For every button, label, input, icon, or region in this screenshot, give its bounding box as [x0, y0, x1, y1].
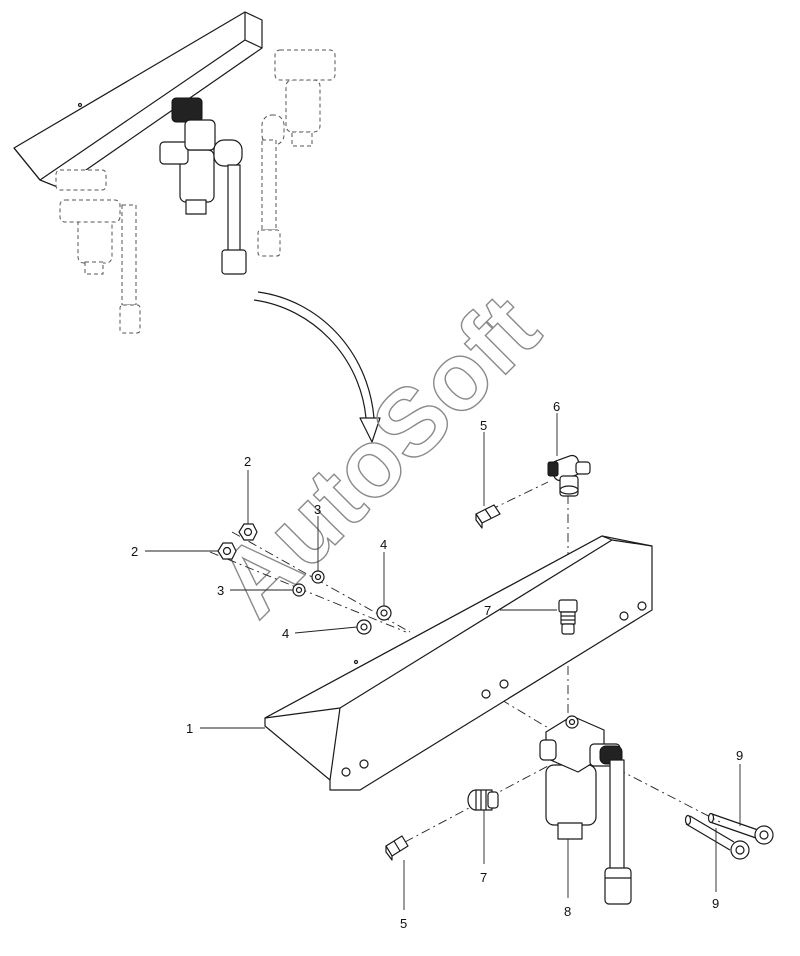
callout-2-lower: 2 [131, 544, 138, 559]
part-5-fitting-lower [385, 835, 409, 861]
callout-7-lower: 7 [480, 870, 487, 885]
part-8-valve [539, 715, 632, 905]
overview-ghost-valve-right [257, 49, 336, 257]
part-3-lockwasher-lower [292, 583, 306, 597]
callout-3-upper: 3 [314, 502, 321, 517]
part-2-nut-lower [217, 542, 237, 560]
callout-6: 6 [553, 399, 560, 414]
callout-5-lower: 5 [400, 916, 407, 931]
part-4-washer-lower [356, 619, 372, 635]
part-6-elbow [547, 454, 591, 497]
callout-labels: 1 2 2 3 3 4 4 5 5 6 7 7 8 9 9 [131, 399, 743, 931]
callout-4-lower: 4 [282, 626, 289, 641]
callout-3-lower: 3 [217, 583, 224, 598]
callout-2-upper: 2 [244, 454, 251, 469]
part-3-lockwasher-upper [311, 570, 325, 584]
watermark-text: AutoSoft [197, 275, 559, 637]
overview-solid-valve [159, 97, 247, 275]
overview-bracket [13, 11, 263, 189]
leader-lines [145, 413, 741, 910]
part-7-adapter-upper [558, 599, 578, 635]
overview-ghost-valve-left [55, 169, 141, 334]
callout-1: 1 [186, 721, 193, 736]
part-7-adapter-lower [467, 789, 499, 811]
callout-8: 8 [564, 904, 571, 919]
part-9-bolt-upper [707, 812, 774, 845]
part-2-nut-upper [238, 523, 258, 541]
part-4-washer-upper [376, 605, 392, 621]
part-1-bracket [264, 535, 653, 791]
part-5-fitting-upper [475, 504, 501, 529]
callout-4-upper: 4 [380, 537, 387, 552]
callout-9-lower: 9 [712, 896, 719, 911]
callout-5-upper: 5 [480, 418, 487, 433]
part-9-bolt-lower [684, 814, 750, 860]
curved-arrow [253, 291, 381, 443]
callout-7-upper: 7 [484, 603, 491, 618]
overview-assembly [13, 11, 336, 334]
callout-9-upper: 9 [736, 748, 743, 763]
